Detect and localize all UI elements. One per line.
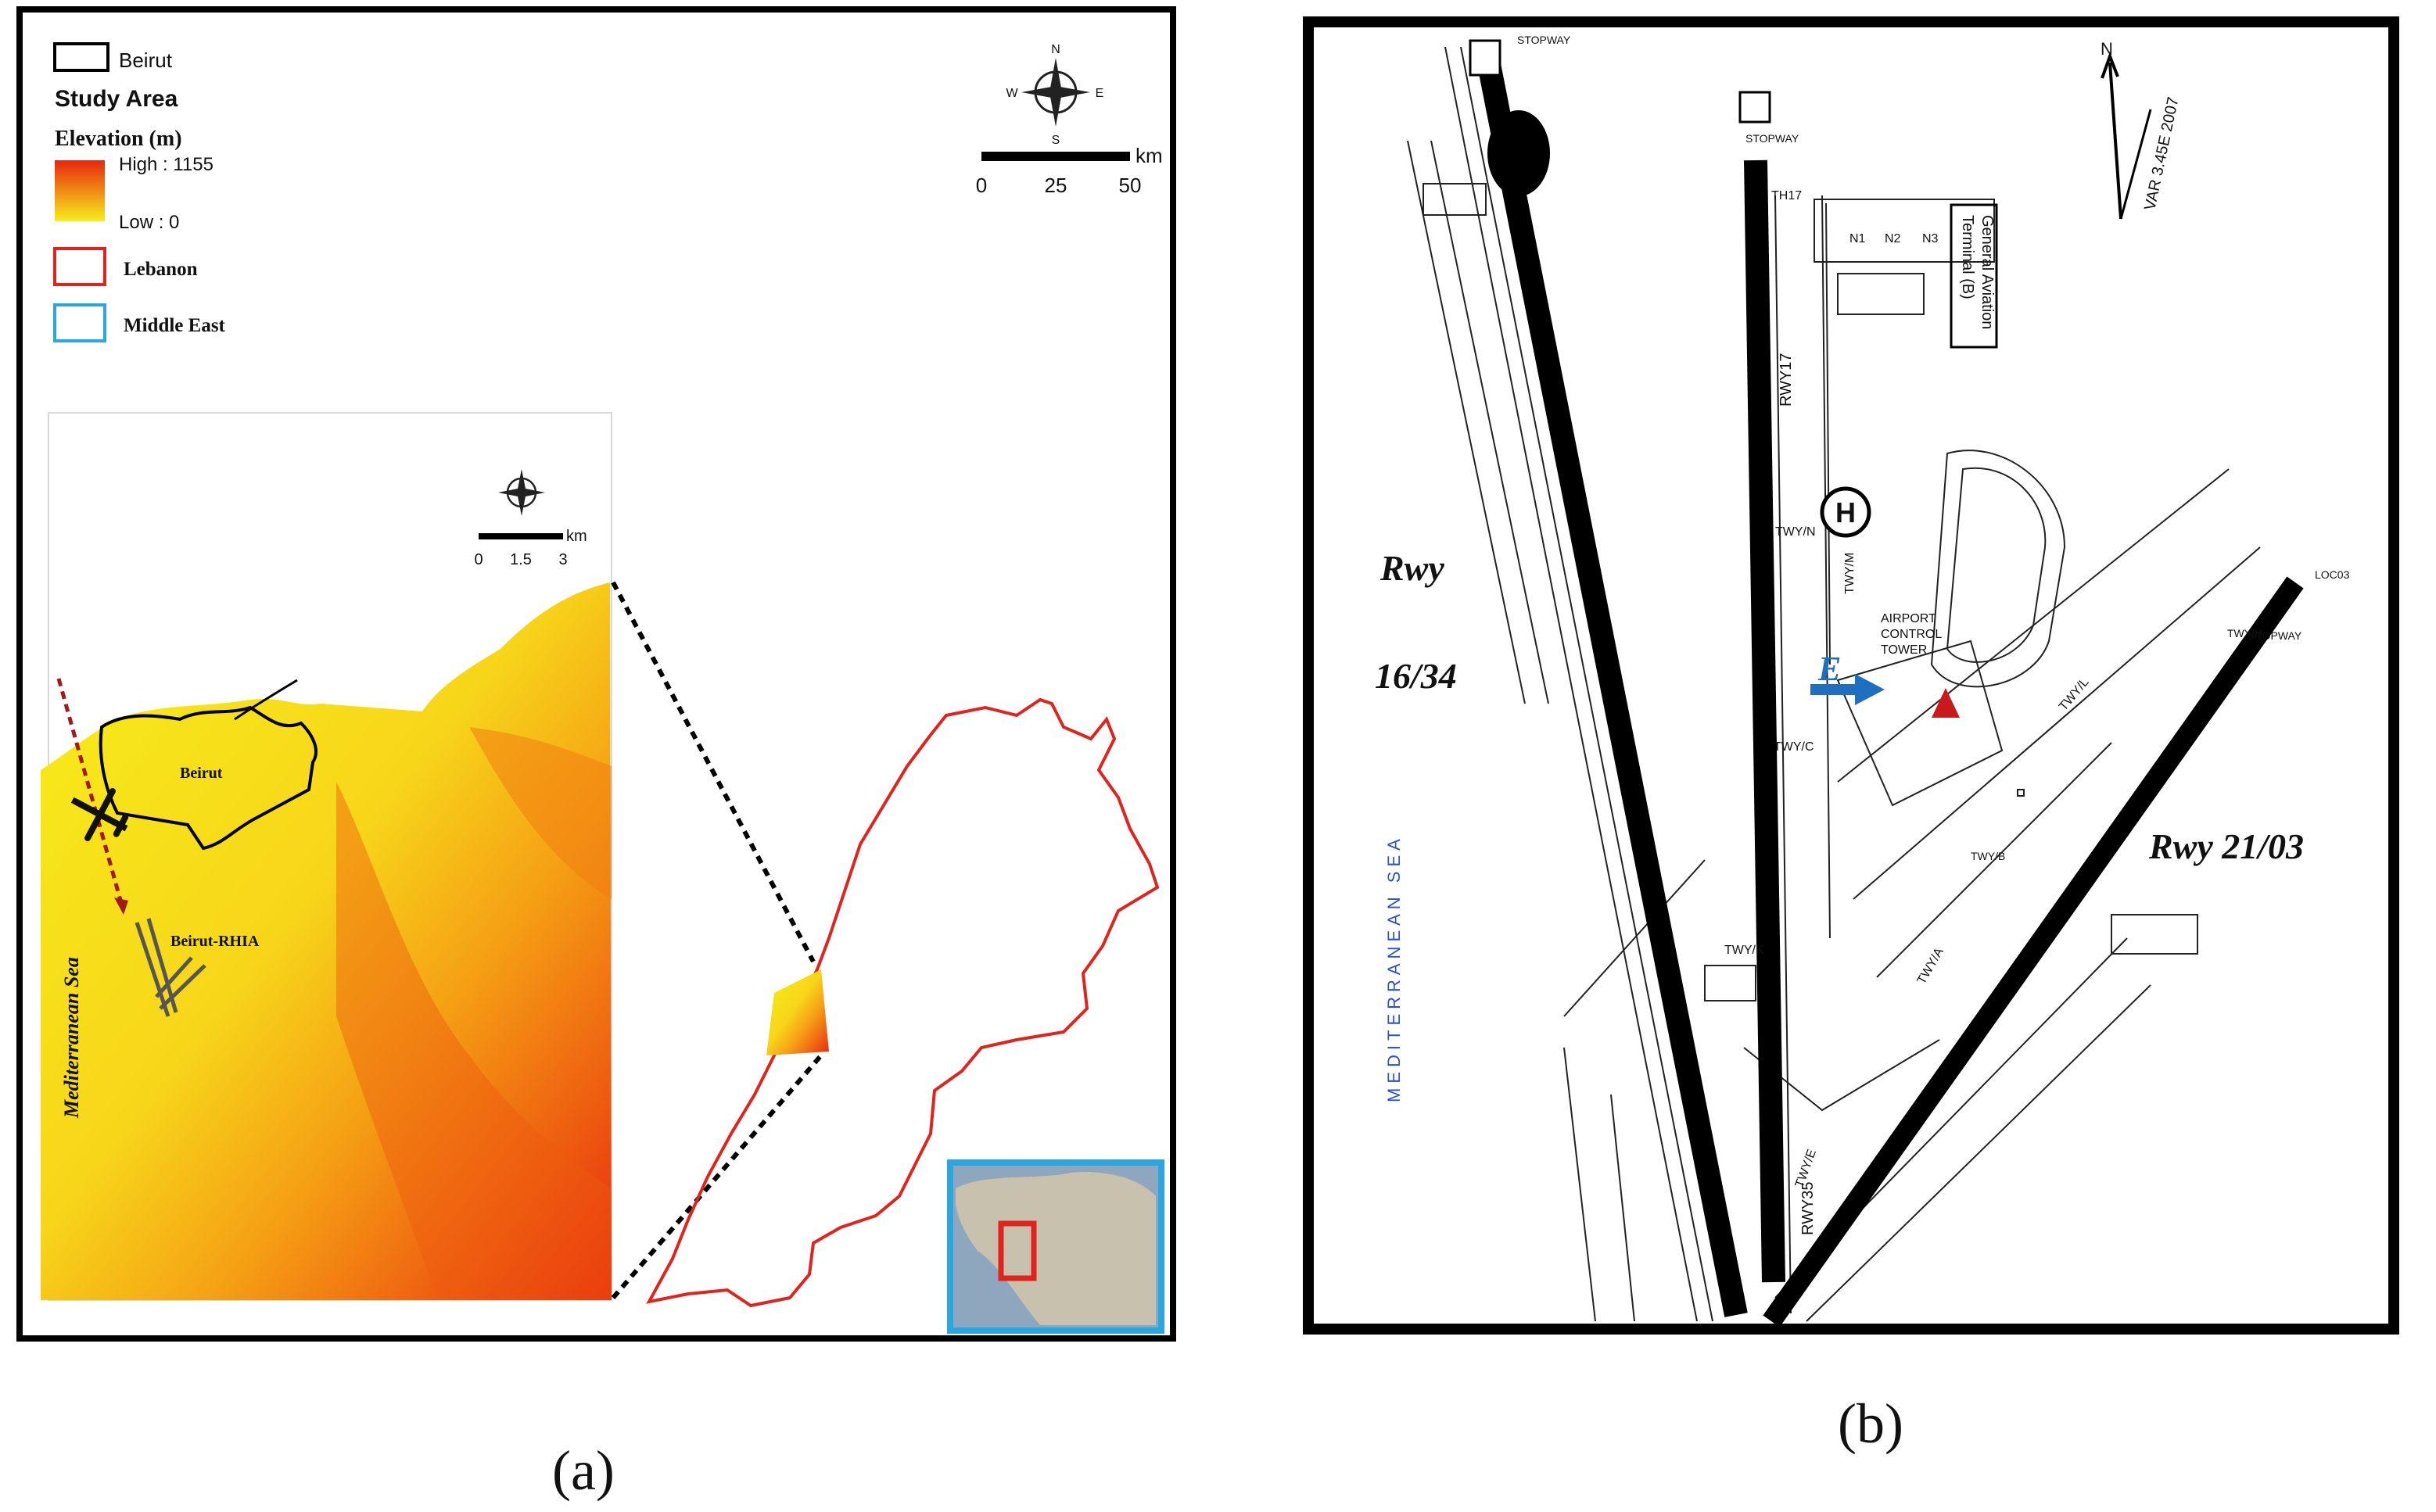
twy-label-b: TWY/B [1971, 850, 2005, 862]
inset-airport-label: Beirut-RHIA [170, 933, 260, 950]
stand-n2: N2 [1885, 232, 1901, 245]
inset-beirut-label: Beirut [180, 765, 223, 782]
airplane-icon [70, 787, 129, 842]
flight-path-arrowhead [114, 898, 128, 915]
beirut-coastline [234, 679, 298, 721]
red-site-marker [1932, 688, 1960, 718]
sea-label-b: MEDITERRANEAN SEA [1384, 834, 1404, 1102]
twy-label-c: TWY/C [1774, 740, 1814, 754]
inset-compass-icon [498, 469, 545, 516]
land-mass [956, 1172, 1156, 1325]
tower-label-1: AIRPORT [1881, 612, 1936, 625]
legend-middle-east-label: Middle East [124, 315, 226, 336]
stand-n1: N1 [1849, 232, 1866, 245]
twy-label-n: TWY/N [1775, 525, 1816, 539]
compass-rose-icon: N S E W [1006, 43, 1103, 147]
twy-label-k: TWY/K [1724, 944, 1764, 957]
tower-label-2: CONTROL [1881, 628, 1942, 641]
rwy-1634-label-1: Rwy [1379, 548, 1444, 588]
north-arrow-shaft [2108, 62, 2122, 220]
legend-low-label: Low : 0 [119, 212, 179, 233]
runway-16-34 [1474, 46, 1748, 1317]
study-area-inset: Beirut Beirut-RHIA Mediterranean Sea km … [41, 412, 612, 1301]
study-area-highlight [766, 969, 829, 1055]
zoom-connector-top [611, 581, 816, 963]
stand-n3: N3 [1922, 232, 1939, 245]
compass-s: S [1052, 134, 1060, 147]
stopway-16-marker [1469, 39, 1501, 77]
inset-scalebar-tick-1: 1.5 [510, 551, 532, 568]
heliport-icon [1820, 486, 1871, 538]
main-scalebar-unit: km [1135, 144, 1163, 167]
stopway-label-17: STOPWAY [1745, 132, 1799, 145]
inset-sea-label: Mediterranean Sea [60, 957, 83, 1119]
rwy-1634-label-2: 16/34 [1375, 656, 1457, 696]
legend-study-area: Study Area [55, 86, 178, 112]
main-scalebar-tick-1: 25 [1045, 174, 1067, 197]
north-arrow-head [2101, 52, 2119, 79]
location-e-arrowhead [1855, 674, 1885, 705]
inset-scalebar-tick-2: 3 [558, 551, 567, 568]
location-e-label: E [1817, 650, 1841, 688]
north-label: N [2101, 39, 2113, 59]
airport-runways [135, 918, 206, 1017]
main-scalebar: km 0 25 50 [976, 144, 1163, 197]
twy-label-h: TWY/H [2227, 627, 2262, 640]
loc03-label: LOC03 [2315, 568, 2350, 581]
inset-scalebar-bar [479, 533, 563, 539]
stopway-label-16: STOPWAY [1517, 34, 1571, 46]
airport-linework [1407, 46, 2261, 1322]
elevation-mid-zone [469, 727, 612, 899]
stopway-17-marker [1738, 91, 1771, 124]
stopway-label-03: STOPWAY [2248, 629, 2302, 642]
lebanon-locator-box [998, 1220, 1037, 1281]
runway-17-35 [1744, 159, 1785, 1283]
magnetic-north-line [2119, 109, 2152, 220]
legend-high-label: High : 1155 [119, 154, 213, 175]
middle-east-locator [947, 1159, 1164, 1334]
legend-lebanon-label: Lebanon [124, 259, 198, 280]
main-scalebar-tick-0: 0 [976, 174, 987, 197]
compass-n: N [1051, 43, 1060, 56]
rwy35-label: RWY35 [1799, 1181, 1817, 1235]
legend-middle-east-swatch [53, 303, 106, 342]
legend-elevation-title: Elevation (m) [55, 127, 182, 151]
inset-scalebar-unit: km [566, 528, 587, 545]
panel-a-label: (a) [552, 1439, 615, 1502]
legend-beirut-swatch [53, 42, 109, 72]
compass-w: W [1006, 87, 1018, 100]
elevation-raster [41, 582, 612, 1300]
compass-e: E [1096, 87, 1104, 100]
sea-mass [956, 1243, 1017, 1325]
rwy-2103-label: Rwy 21/03 [2148, 826, 2304, 866]
map-legend: Beirut Study Area Elevation (m) High : 1… [53, 42, 226, 342]
inset-scalebar-tick-0: 0 [474, 551, 483, 568]
heliport-label: H [1835, 496, 1856, 528]
zoom-connector-bottom [611, 1054, 823, 1299]
terminal-label-1: Terminal (B) [1959, 215, 1976, 299]
panel-b-label: (b) [1838, 1392, 1903, 1455]
main-scalebar-tick-2: 50 [1119, 174, 1142, 197]
legend-elevation-ramp [55, 160, 105, 221]
elevation-high-zone [336, 782, 612, 1300]
rwy17-label: RWY17 [1778, 353, 1795, 407]
terminal-b-box [1950, 203, 1998, 349]
runway-16-turnpad [1487, 110, 1550, 196]
runway-21-03 [1763, 576, 2304, 1327]
legend-lebanon-swatch [53, 247, 106, 286]
legend-beirut-label: Beirut [119, 48, 173, 72]
th17-label: TH17 [1771, 189, 1802, 202]
terminal-label-2: General Aviation [1979, 215, 1996, 329]
beirut-boundary [99, 705, 318, 851]
twy-label-m: TWY/M [1843, 553, 1857, 594]
tower-label-3: TOWER [1881, 643, 1927, 657]
